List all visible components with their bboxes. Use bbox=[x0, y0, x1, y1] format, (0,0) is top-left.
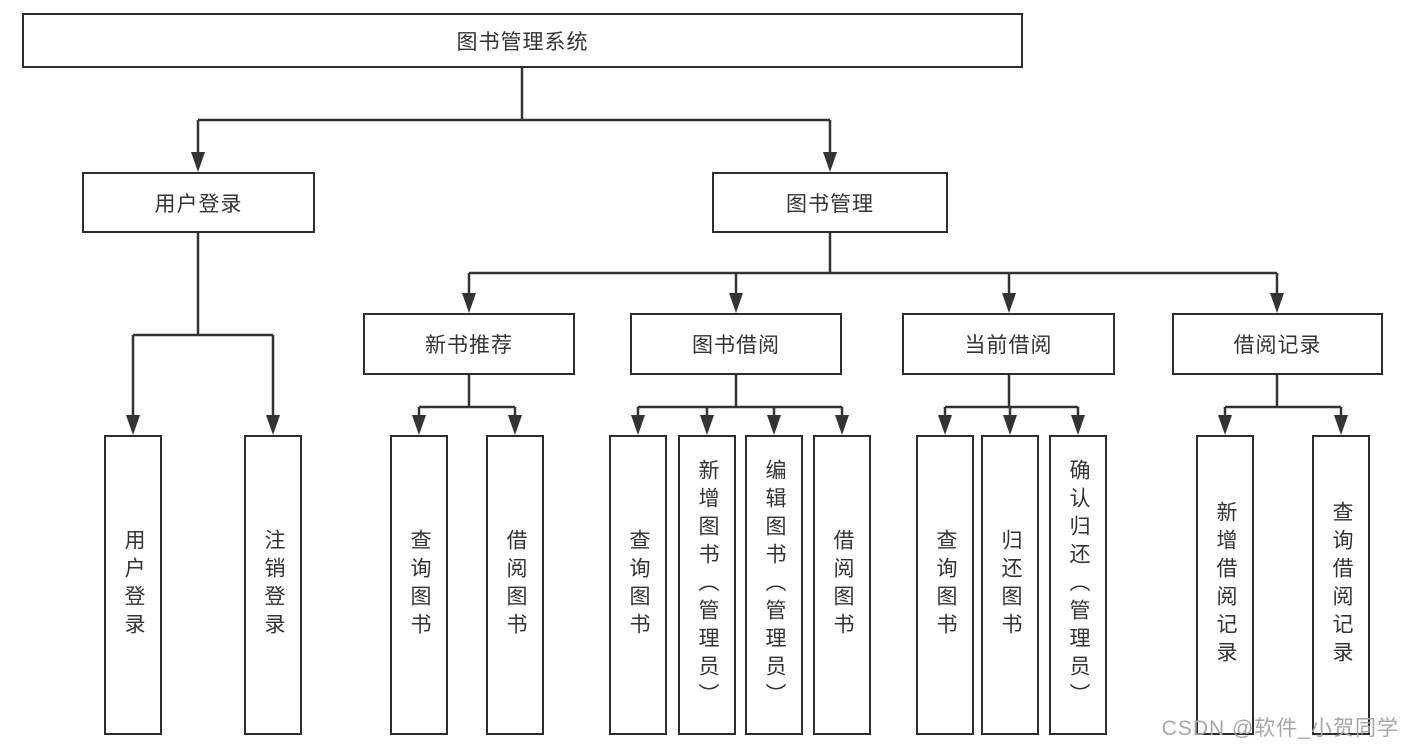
node-book-mgmt-label: 图书管理 bbox=[786, 192, 874, 216]
node-nb-query-label: 查询图书 bbox=[408, 529, 431, 641]
node-cb-confirm-label: 确认归还（管理员） bbox=[1067, 459, 1090, 711]
node-root: 图书管理系统 bbox=[22, 13, 1023, 68]
node-new-book-rec: 新书推荐 bbox=[363, 313, 575, 375]
node-cb-query: 查询图书 bbox=[916, 435, 974, 735]
node-cb-query-label: 查询图书 bbox=[934, 529, 957, 641]
node-login-label: 用户登录 bbox=[122, 529, 145, 641]
arrowhead bbox=[767, 415, 781, 435]
node-nb-query: 查询图书 bbox=[390, 435, 448, 735]
arrowhead bbox=[1334, 415, 1348, 435]
arrowhead bbox=[191, 152, 205, 172]
node-login: 用户登录 bbox=[104, 435, 162, 735]
node-bb-query: 查询图书 bbox=[609, 435, 667, 735]
arrowhead bbox=[835, 415, 849, 435]
node-root-label: 图书管理系统 bbox=[456, 30, 589, 54]
node-bb-borrow-label: 借阅图书 bbox=[831, 529, 854, 641]
arrowhead bbox=[412, 415, 426, 435]
node-current-borrow: 当前借阅 bbox=[902, 313, 1115, 375]
arrowhead bbox=[1002, 293, 1016, 313]
node-nb-borrow: 借阅图书 bbox=[486, 435, 544, 735]
node-book-borrow-label: 图书借阅 bbox=[692, 334, 780, 357]
arrowhead bbox=[1270, 293, 1284, 313]
arrowhead bbox=[631, 415, 645, 435]
csdn-watermark: CSDN @软件_小贺同学 bbox=[1161, 717, 1399, 740]
arrowhead bbox=[729, 293, 743, 313]
node-bb-query-label: 查询图书 bbox=[627, 529, 650, 641]
arrowhead bbox=[1071, 415, 1085, 435]
node-br-query: 查询借阅记录 bbox=[1312, 435, 1370, 735]
node-borrow-records: 借阅记录 bbox=[1172, 313, 1383, 375]
node-bb-edit-label: 编辑图书（管理员） bbox=[763, 459, 786, 711]
arrowhead bbox=[508, 415, 522, 435]
arrowhead bbox=[266, 415, 280, 435]
arrowhead bbox=[1218, 415, 1232, 435]
node-cb-confirm: 确认归还（管理员） bbox=[1049, 435, 1107, 735]
node-book-borrow: 图书借阅 bbox=[630, 313, 842, 375]
node-nb-borrow-label: 借阅图书 bbox=[504, 529, 527, 641]
node-new-book-rec-label: 新书推荐 bbox=[425, 334, 513, 357]
node-bb-add-label: 新增图书（管理员） bbox=[696, 459, 719, 711]
node-borrow-records-label: 借阅记录 bbox=[1233, 334, 1322, 357]
node-cb-return-label: 归还图书 bbox=[999, 529, 1022, 641]
arrowhead bbox=[126, 415, 140, 435]
node-cb-return: 归还图书 bbox=[981, 435, 1039, 735]
arrowhead bbox=[462, 293, 476, 313]
arrowheads bbox=[126, 152, 1348, 435]
arrowhead bbox=[700, 415, 714, 435]
node-book-mgmt: 图书管理 bbox=[712, 172, 948, 233]
node-bb-borrow: 借阅图书 bbox=[813, 435, 871, 735]
arrowhead bbox=[1003, 415, 1017, 435]
node-logout: 注销登录 bbox=[244, 435, 302, 735]
node-logout-label: 注销登录 bbox=[262, 529, 285, 641]
node-current-borrow-label: 当前借阅 bbox=[964, 334, 1053, 357]
node-user-login: 用户登录 bbox=[82, 172, 315, 233]
arrowhead bbox=[938, 415, 952, 435]
node-bb-edit: 编辑图书（管理员） bbox=[745, 435, 803, 735]
edge-paths bbox=[131, 68, 1343, 420]
node-user-login-label: 用户登录 bbox=[154, 192, 243, 216]
node-br-add: 新增借阅记录 bbox=[1196, 435, 1254, 735]
arrowhead bbox=[823, 152, 837, 172]
node-br-add-label: 新增借阅记录 bbox=[1214, 501, 1237, 669]
node-br-query-label: 查询借阅记录 bbox=[1330, 501, 1353, 669]
node-bb-add: 新增图书（管理员） bbox=[678, 435, 736, 735]
